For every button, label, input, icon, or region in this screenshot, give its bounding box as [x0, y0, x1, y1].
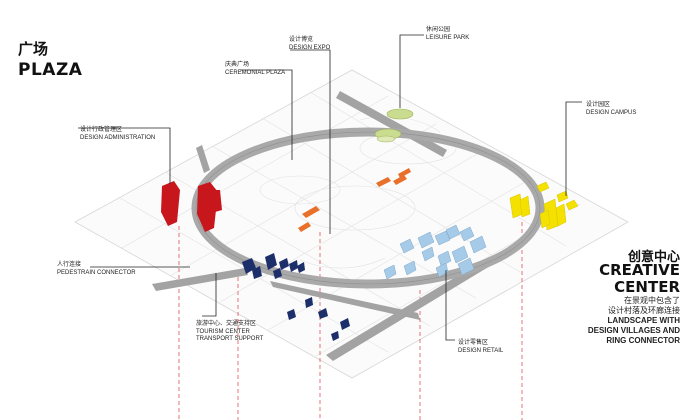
label-pedestrain-connector-en: PEDESTRAIN CONNECTOR [57, 269, 136, 276]
plaza-title-cn: 广场 [18, 40, 49, 58]
creative-center-desc-en2: DESIGN VILLAGES AND [587, 326, 680, 335]
label-tourism-center-en2: TRANSPORT SUPPORT [196, 336, 264, 342]
road-upper-left [196, 145, 210, 173]
creative-center-desc-cn2: 设计村落及环廊连接 [608, 306, 680, 315]
leader-ceremonial-plaza [240, 69, 293, 160]
label-ceremonial-plaza: 庆典广场 CEREMONIAL PLAZA [225, 62, 285, 77]
design-campus-blocks [509, 181, 579, 231]
creative-center-title-en: CREATIVE CENTER [599, 262, 680, 296]
label-leisure-park-cn: 休闲公园 [426, 27, 451, 33]
creative-center-title-en-line1: CREATIVE [599, 261, 680, 279]
tourism-center-blocks [242, 253, 350, 341]
label-design-administration: 设计行政管理区 DESIGN ADMINISTRATION [80, 127, 155, 142]
creative-center-title-cn: 创意中心 [627, 250, 680, 265]
label-design-campus: 设计园区 DESIGN CAMPUS [586, 102, 636, 117]
label-design-retail: 设计零售区 DESIGN RETAIL [458, 340, 503, 355]
road-left [152, 268, 248, 291]
label-tourism-center-cn: 旅游中心、交通支持区 [196, 321, 257, 327]
creative-center-desc-cn1: 在景观中包含了 [624, 296, 680, 305]
label-leisure-park: 休闲公园 LEISURE PARK [426, 27, 469, 42]
design-administration-buildings [161, 181, 222, 232]
leader-design-expo [290, 49, 331, 234]
design-retail-blocks [383, 224, 487, 280]
creative-center-desc-en1: LANDSCAPE WITH [607, 316, 680, 325]
leader-design-administration [78, 127, 171, 184]
label-design-administration-en: DESIGN ADMINISTRATION [80, 134, 156, 141]
creative-center-description: 在景观中包含了 设计村落及环廊连接 LANDSCAPE WITH DESIGN … [588, 296, 680, 346]
roads [152, 91, 495, 361]
label-pedestrain-connector-cn: 人行连接 [57, 262, 82, 268]
label-tourism-center: 旅游中心、交通支持区 TOURISM CENTER TRANSPORT SUPP… [196, 321, 263, 344]
label-tourism-center-en1: TOURISM CENTER [196, 328, 250, 335]
label-leisure-park-en: LEISURE PARK [426, 34, 470, 41]
leader-leisure-park [399, 34, 424, 108]
label-design-retail-en: DESIGN RETAIL [458, 347, 504, 354]
ring-connector-edge [195, 131, 541, 285]
callout-lines [78, 34, 582, 341]
label-design-campus-cn: 设计园区 [586, 102, 611, 108]
label-design-campus-en: DESIGN CAMPUS [586, 109, 637, 116]
label-design-expo: 设计博览 DESIGN EXPO [289, 37, 330, 52]
leader-design-campus [565, 101, 582, 196]
label-pedestrain-connector: 人行连接 PEDESTRAIN CONNECTOR [57, 262, 136, 277]
creative-center-title-en-line2: CENTER [614, 278, 680, 296]
label-design-expo-en: DESIGN EXPO [289, 44, 331, 51]
design-expo-blocks [298, 168, 411, 232]
plaza-title-en: PLAZA [18, 60, 83, 80]
road-upper [336, 91, 447, 157]
road-lower [326, 257, 495, 361]
label-ceremonial-plaza-cn: 庆典广场 [225, 62, 250, 68]
leisure-park-discs [374, 108, 414, 143]
label-design-retail-cn: 设计零售区 [458, 340, 489, 346]
label-design-expo-cn: 设计博览 [289, 37, 314, 43]
leader-tourism-center [202, 273, 217, 317]
label-ceremonial-plaza-en: CEREMONIAL PLAZA [225, 69, 286, 76]
road-connector [270, 281, 420, 320]
projection-lines [178, 222, 523, 420]
label-design-administration-cn: 设计行政管理区 [80, 127, 123, 133]
creative-center-desc-en3: RING CONNECTOR [606, 336, 680, 345]
leader-design-retail [445, 270, 455, 341]
